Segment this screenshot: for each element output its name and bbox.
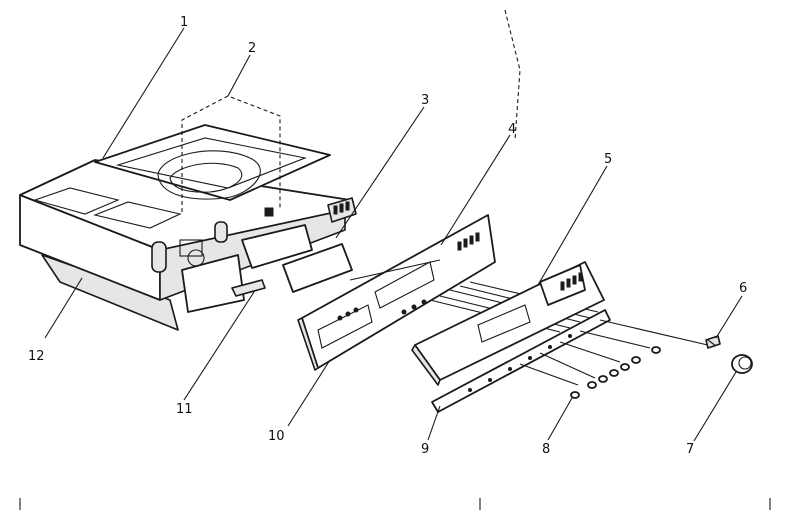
push-button bbox=[570, 391, 580, 399]
sub-panel-tab bbox=[411, 344, 441, 386]
leader-5 bbox=[537, 165, 608, 286]
internal-cylinder-center bbox=[214, 221, 228, 243]
front-bezel-display bbox=[374, 261, 435, 309]
center-compartment bbox=[93, 201, 182, 229]
front-bezel-edge bbox=[297, 317, 319, 371]
strip-guide-lines bbox=[519, 319, 713, 386]
sub-panel-window bbox=[477, 304, 531, 343]
internal-cylinder-left bbox=[151, 241, 167, 273]
leader-6 bbox=[715, 295, 743, 339]
leader-8 bbox=[547, 397, 573, 441]
window-panel bbox=[282, 243, 353, 293]
knob bbox=[731, 354, 753, 374]
internal-block bbox=[179, 239, 203, 257]
callout-9: 9 bbox=[421, 442, 429, 457]
leader-12 bbox=[44, 277, 83, 339]
leader-4 bbox=[440, 134, 511, 246]
push-button bbox=[609, 369, 619, 377]
screw bbox=[705, 335, 721, 349]
push-button bbox=[651, 346, 661, 354]
rear-connector bbox=[264, 207, 274, 217]
callout-2: 2 bbox=[248, 41, 256, 56]
push-button bbox=[587, 381, 597, 389]
cassette-tray bbox=[241, 224, 313, 269]
callout-1: 1 bbox=[180, 15, 188, 30]
push-buttons bbox=[570, 346, 661, 399]
leader-lines bbox=[44, 27, 743, 442]
callout-7: 7 bbox=[686, 442, 694, 457]
callout-5: 5 bbox=[604, 152, 612, 167]
callout-8: 8 bbox=[542, 442, 550, 457]
left-compartment bbox=[33, 187, 120, 215]
cassette-well bbox=[157, 150, 261, 200]
top-lid-inner bbox=[115, 137, 307, 189]
front-sub-panel bbox=[411, 261, 605, 386]
button-strip-body bbox=[431, 309, 611, 413]
cassette-door-frame bbox=[181, 254, 245, 313]
leader-3 bbox=[335, 106, 425, 239]
rear-display-segments bbox=[333, 201, 350, 215]
cabinet-assembly bbox=[19, 124, 357, 331]
front-bezel bbox=[297, 214, 496, 371]
push-button bbox=[598, 375, 608, 383]
callout-6: 6 bbox=[739, 281, 747, 296]
callout-labels: 1 2 3 4 5 6 7 8 9 10 11 12 bbox=[28, 15, 747, 457]
front-bezel-cassette-slot bbox=[317, 304, 373, 349]
leader-7 bbox=[693, 371, 737, 442]
push-button bbox=[631, 356, 641, 364]
front-bezel-buttons bbox=[337, 232, 480, 321]
callout-11: 11 bbox=[176, 402, 193, 417]
bracket bbox=[231, 279, 266, 297]
top-lid bbox=[94, 124, 331, 201]
sub-panel-slots bbox=[560, 272, 583, 291]
leader-11 bbox=[183, 291, 255, 401]
scan-marks bbox=[19, 498, 771, 510]
callout-4: 4 bbox=[508, 122, 516, 137]
callout-3: 3 bbox=[421, 93, 429, 108]
leader-1 bbox=[102, 27, 185, 159]
leader-9 bbox=[427, 405, 441, 441]
leader-2 bbox=[227, 54, 251, 97]
push-button bbox=[620, 363, 630, 371]
button-strip-holes bbox=[468, 334, 572, 392]
callout-12: 12 bbox=[28, 349, 45, 364]
button-strip bbox=[431, 309, 611, 413]
callout-10: 10 bbox=[268, 429, 285, 444]
leader-10 bbox=[287, 359, 331, 427]
